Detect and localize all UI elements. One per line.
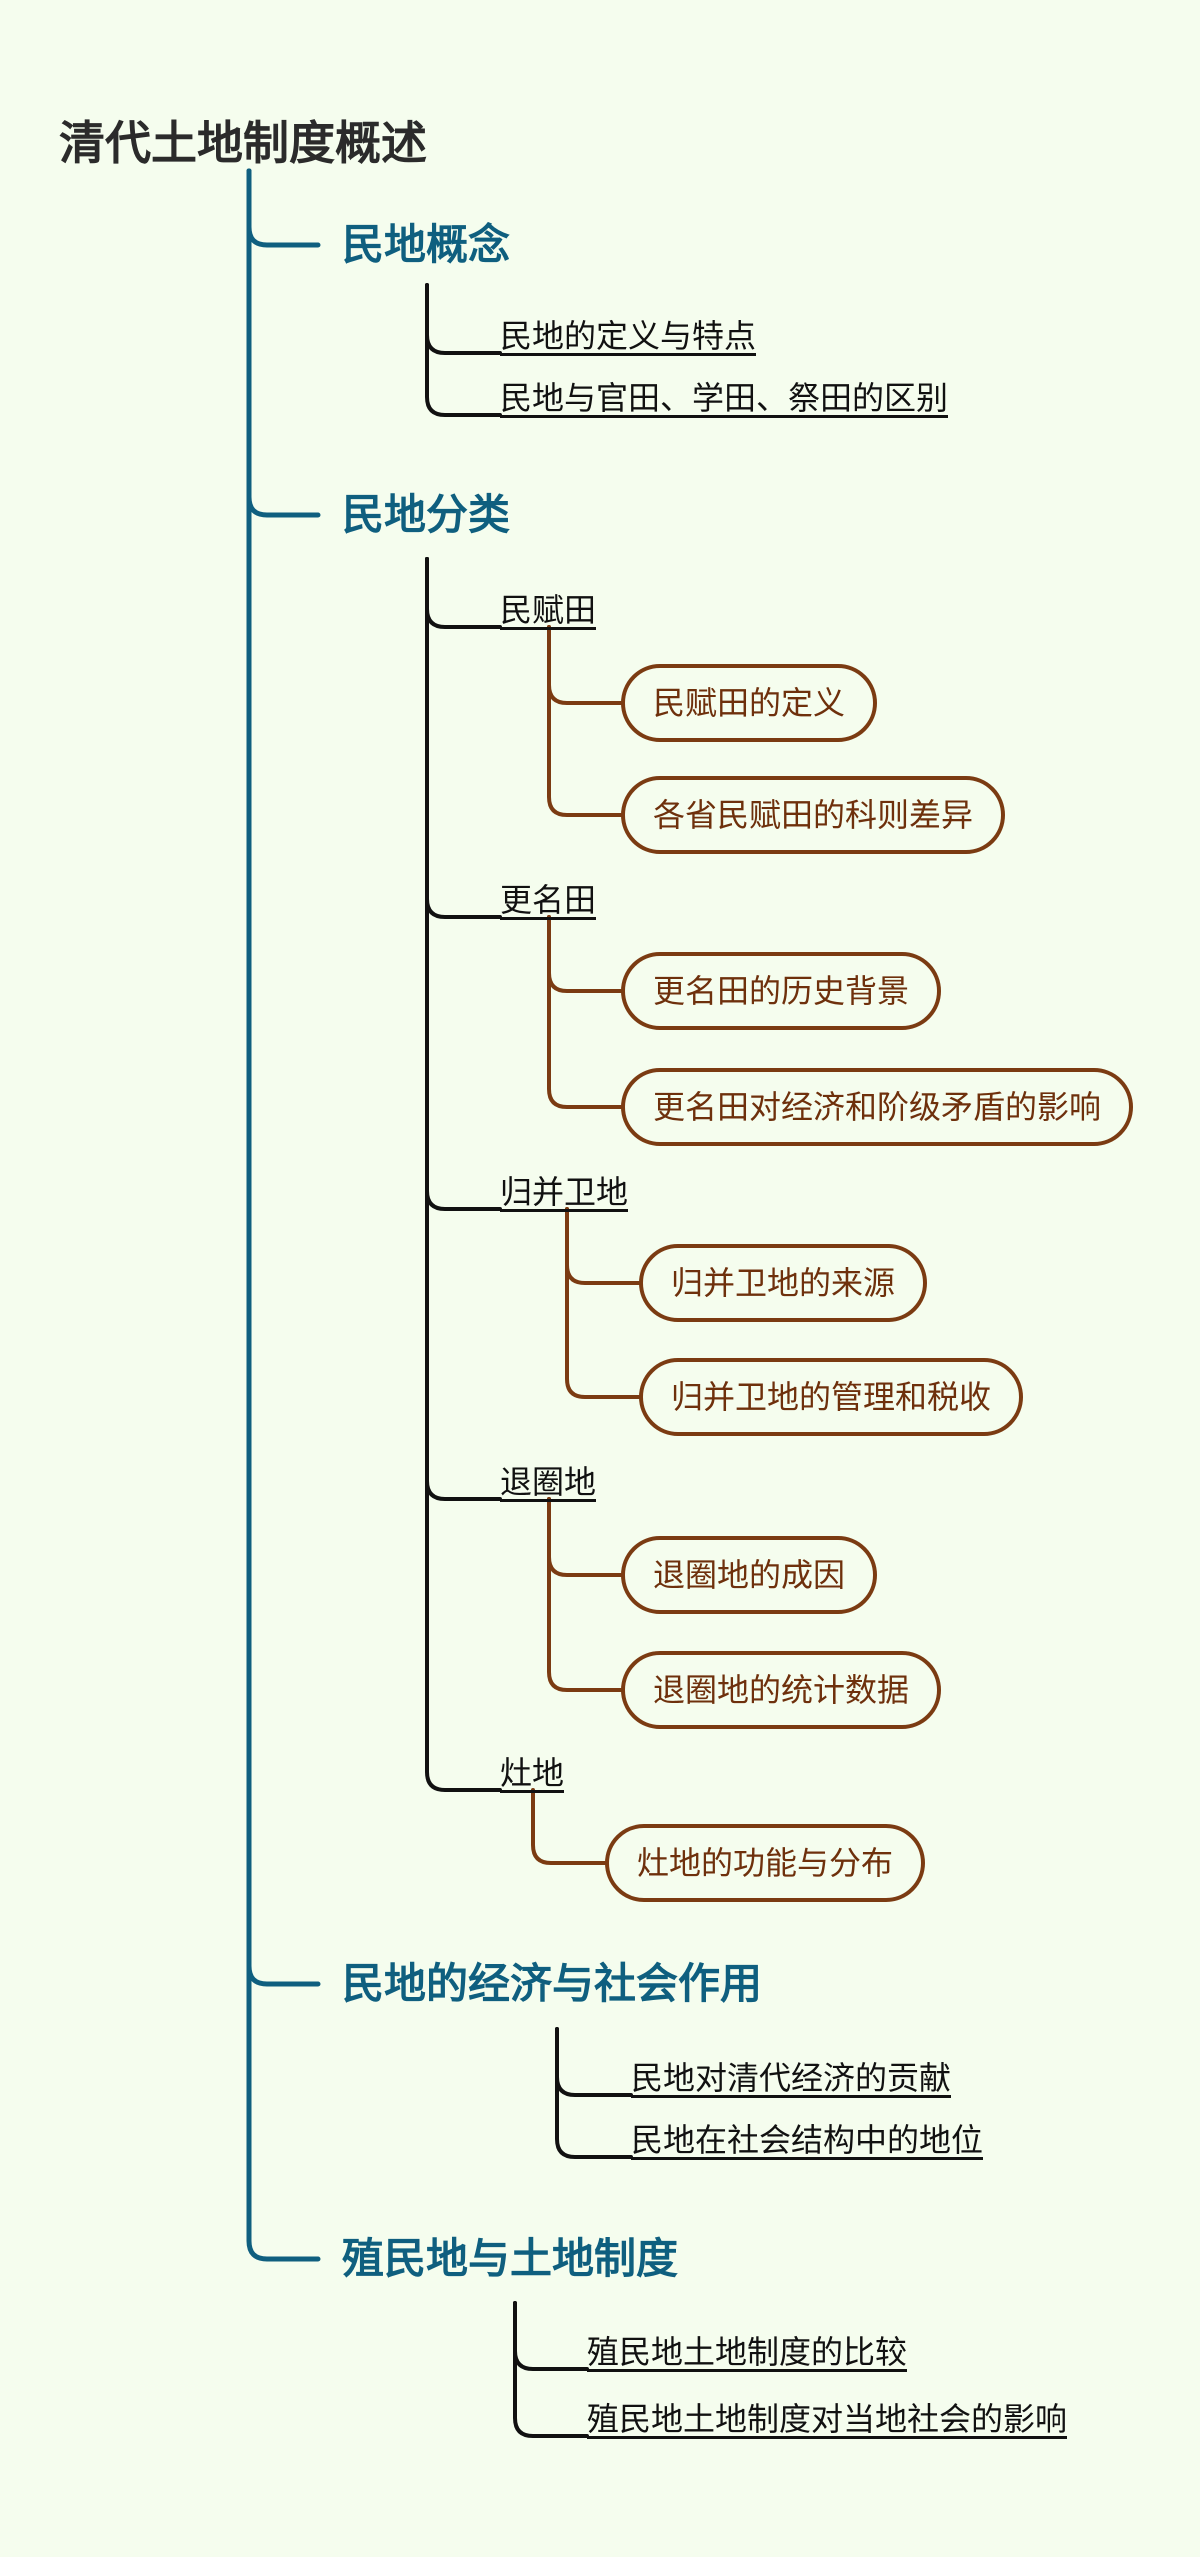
leaf-topic[interactable]: 归并卫地的来源 [639,1244,928,1322]
leaf-topic[interactable]: 各省民赋田的科则差异 [621,776,1006,854]
root-topic[interactable]: 清代土地制度概述 [59,116,427,170]
subtopic[interactable]: 归并卫地 [500,1173,629,1212]
leaf-topic[interactable]: 退圈地的成因 [621,1536,878,1614]
subtopic[interactable]: 殖民地土地制度对当地社会的影响 [587,2400,1068,2439]
subtopic[interactable]: 民地与官田、学田、祭田的区别 [500,379,949,418]
leaf-topic[interactable]: 民赋田的定义 [621,664,878,742]
branch-colony-land-system[interactable]: 殖民地与土地制度 [342,2234,679,2283]
leaf-topic[interactable]: 灶地的功能与分布 [605,1824,926,1902]
leaf-topic[interactable]: 退圈地的统计数据 [621,1651,942,1729]
branch-min-di-classification[interactable]: 民地分类 [342,490,511,539]
connector [246,168,321,2262]
level1-connectors [246,168,321,2262]
subtopic[interactable]: 更名田 [500,881,597,920]
connector [246,168,321,248]
branch-min-di-concept[interactable]: 民地概念 [342,220,511,269]
subtopic[interactable]: 民地在社会结构中的地位 [631,2121,984,2160]
subtopic[interactable]: 民地的定义与特点 [500,317,757,356]
subtopic[interactable]: 灶地 [500,1754,565,1793]
connector [246,168,321,518]
leaf-topic[interactable]: 更名田的历史背景 [621,952,942,1030]
subtopic[interactable]: 民地对清代经济的贡献 [631,2059,952,2098]
leaf-topic[interactable]: 归并卫地的管理和税收 [639,1358,1024,1436]
level3-connectors [531,625,641,1865]
connector [246,168,321,1987]
subtopic[interactable]: 退圈地 [500,1463,597,1502]
branch-economic-social-role[interactable]: 民地的经济与社会作用 [342,1959,763,2008]
leaf-topic[interactable]: 更名田对经济和阶级矛盾的影响 [621,1068,1134,1146]
subtopic[interactable]: 殖民地土地制度的比较 [587,2333,908,2372]
level2-connectors [425,283,633,2438]
subtopic[interactable]: 民赋田 [500,591,597,630]
